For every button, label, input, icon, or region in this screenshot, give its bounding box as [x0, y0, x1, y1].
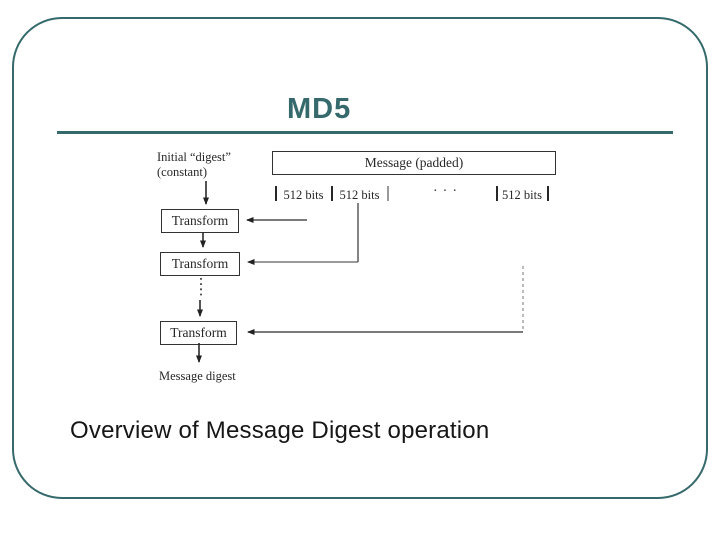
block-tick [547, 186, 549, 201]
transform-box-1: Transform [161, 209, 239, 233]
slide-border [12, 17, 708, 499]
title-divider-line [57, 131, 673, 134]
initial-digest-label: Initial “digest” (constant) [157, 150, 231, 179]
transform-box-3: Transform [160, 321, 237, 345]
slide-title: MD5 [287, 93, 352, 125]
block-tick [275, 186, 277, 201]
transform-box-2: Transform [160, 252, 240, 276]
slide-caption: Overview of Message Digest operation [70, 417, 490, 444]
message-digest-label: Message digest [159, 369, 236, 383]
block-label-3: 512 bits [502, 188, 542, 202]
block-tick [496, 186, 498, 201]
block-label-2: 512 bits [339, 188, 380, 202]
message-padded-box: Message (padded) [272, 151, 556, 175]
initial-digest-line2: (constant) [157, 164, 207, 179]
block-tick [331, 186, 333, 201]
block-tick [387, 186, 389, 201]
initial-digest-line1: Initial “digest” [157, 150, 231, 164]
block-label-1: 512 bits [283, 188, 324, 202]
blocks-ellipsis: ··· [433, 184, 462, 199]
